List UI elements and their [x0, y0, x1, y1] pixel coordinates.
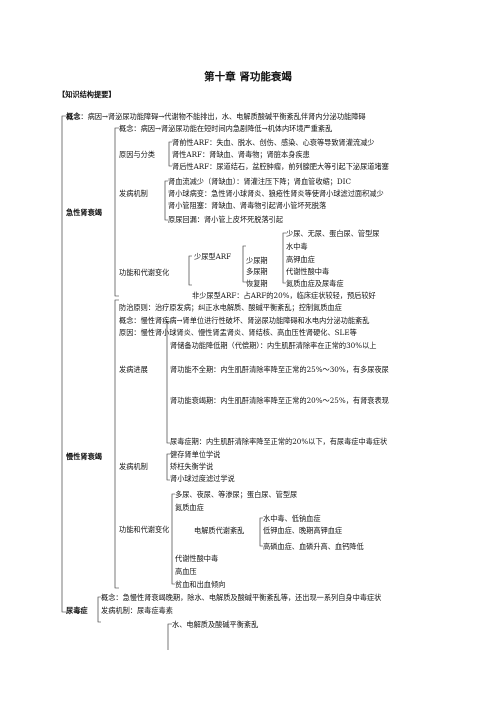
crf-func-item: 贫血和出血倾向 — [175, 580, 226, 589]
crf-progression: 肾功能衰竭期：内生肌酐清除率降至正常的20%～25%，有肾衰表现 — [170, 396, 389, 405]
crf-mech: 肾小球过度滤过学说 — [170, 474, 235, 483]
oliguric-item: 水中毒 — [286, 242, 308, 251]
electrolyte-item: 低钾血症、晚期高钾血症 — [263, 526, 343, 535]
arf-concept: 概念：病因→肾泌尿功能在短时间内急剧降低→机体内环境严重紊乱 — [119, 124, 333, 133]
oliguric-phase: 少尿期 — [246, 256, 268, 265]
arf-cause: 肾后性ARF：尿道结石，盆腔肿瘤，前列腺肥大等引起下泌尿道堵塞 — [172, 162, 389, 171]
electrolyte-item: 水中毒、低钠血症 — [263, 514, 321, 523]
uremia-mech: 发病机制：尿毒症毒素 — [101, 606, 173, 615]
arf-mech: 肾小球病变：急性肾小球肾炎、狼疮性肾炎等使肾小球滤过面积减少 — [168, 189, 384, 198]
polyuric-phase: 多尿期 — [246, 267, 268, 276]
electrolyte-item: 高磷血症、血磷升高、血钙降低 — [263, 542, 364, 551]
crf-func-item: 代谢性酸中毒 — [175, 554, 219, 563]
arf-mech: 肾小管阻塞：肾缺血、肾毒物引起肾小管坏死脱落 — [168, 201, 327, 210]
arf-mech: 原尿回漏：肾小管上皮坏死脱落引起 — [168, 215, 284, 224]
crf-progression: 肾储备功能降低期（代偿期）：内生肌酐清除率在正常的30%以上 — [170, 341, 377, 350]
crf-cause: 原因：慢性肾小球肾炎、慢性肾盂肾炎、肾结核、高血压性肾硬化、SLE等 — [119, 328, 357, 337]
oliguric-type: 少尿型ARF — [194, 252, 232, 261]
crf-prog-label: 发病进展 — [119, 365, 148, 374]
uremia-concept: 概念：急慢性肾衰竭晚期，除水、电解质及酸碱平衡紊乱等，还出现一系列自身中毒症状 — [101, 593, 382, 602]
arf-prevention: 防治原则：治疗原发病；纠正水电解质、酸碱平衡紊乱；控制氮质血症 — [119, 303, 342, 312]
crf-mech: 矫枉失衡学说 — [170, 462, 214, 471]
recovery-phase: 恢复期 — [246, 279, 268, 288]
arf-func-label: 功能和代谢变化 — [119, 268, 170, 277]
oliguric-item: 氮质血症及尿毒症 — [286, 279, 344, 288]
arf-mech: 肾血流减少（肾缺血）：肾灌注压下降；肾血管收缩；DIC — [168, 177, 352, 186]
arf-label: 急性肾衰竭 — [66, 208, 102, 217]
chapter-title: 第十章 肾功能衰竭 — [204, 71, 292, 83]
crf-progression: 尿毒症期：内生肌酐清除率降至正常的20%以下，有尿毒症中毒症状 — [170, 437, 388, 446]
concept-text: ：病因→肾泌尿功能障碍→代谢物不能排出，水、电解质酸碱平衡紊乱伴肾内分泌功能障碍 — [80, 112, 366, 121]
uremia-item: 水、电解质及酸碱平衡紊乱 — [172, 620, 259, 629]
crf-concept: 概念：慢性肾疾病→肾单位进行性破坏、肾泌尿功能障碍和水电内分泌功能紊乱 — [119, 316, 370, 325]
concept-line: 概念：病因→肾泌尿功能障碍→代谢物不能排出，水、电解质酸碱平衡紊乱伴肾内分泌功能… — [66, 112, 366, 121]
crf-progression: 肾功能不全期：内生肌酐清除率降至正常的25%～30%，有多尿夜尿 — [170, 365, 389, 374]
electrolyte-label: 电解质代谢紊乱 — [194, 526, 245, 535]
oliguric-item: 少尿、无尿、蛋白尿、管型尿 — [286, 229, 380, 238]
crf-func-item: 氮质血症 — [175, 503, 204, 512]
section-header: 【知识结构提要】 — [58, 90, 116, 99]
crf-func-label: 功能和代谢变化 — [119, 525, 170, 534]
arf-cause-label: 原因与分类 — [119, 150, 155, 159]
crf-mech-label: 发病机制 — [119, 462, 148, 471]
arf-cause: 肾前性ARF：失血、脱水、创伤、感染、心衰等导致肾灌流减少 — [172, 138, 375, 147]
crf-mech: 健存肾单位学说 — [170, 450, 221, 459]
crf-func-item: 多尿、夜尿、等渗尿；蛋白尿、管型尿 — [175, 490, 298, 499]
crf-label: 慢性肾衰竭 — [66, 452, 102, 461]
arf-mech-label: 发病机制 — [119, 189, 148, 198]
uremia-label: 尿毒症 — [66, 606, 88, 615]
arf-cause: 肾性ARF：肾缺血、肾毒物；肾脏本身疾患 — [172, 150, 310, 159]
oliguric-item: 代谢性酸中毒 — [286, 267, 330, 276]
concept-label: 概念 — [66, 112, 81, 121]
crf-func-item: 高血压 — [175, 567, 197, 576]
non-oliguric: 非少尿型ARF：占ARF的20%，临床症状较轻，预后较好 — [192, 291, 376, 300]
oliguric-item: 高钾血症 — [286, 255, 315, 264]
